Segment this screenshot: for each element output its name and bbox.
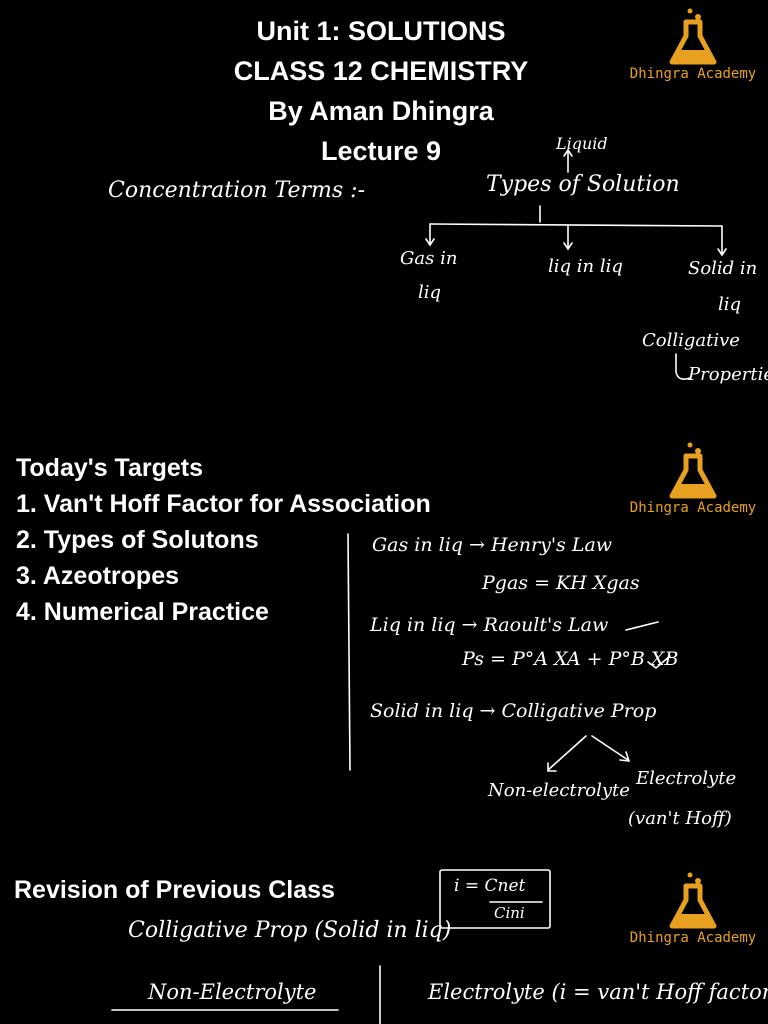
note-liq: liq in liq	[548, 256, 623, 277]
note-non-electrolyte: Non-Electrolyte	[148, 980, 317, 1004]
title-author: By Aman Dhingra	[268, 96, 494, 126]
targets-heading: Today's Targets	[16, 454, 204, 482]
logo-text: Dhingra Academy	[629, 500, 757, 516]
note-gas-henry: Gas in liq → Henry's Law	[372, 534, 613, 556]
note-liq-eq: Ps = P°A XA + P°B XB	[462, 648, 679, 670]
note-liq-raoult: Liq in liq → Raoult's Law	[370, 614, 609, 636]
note-colligative-prop: Colligative Prop (Solid in liq)	[128, 918, 452, 943]
note-electrolyte-factor: Electrolyte (i = van't Hoff factor)	[428, 980, 768, 1004]
dhingra-logo-bottom: Dhingra Academy	[618, 870, 768, 960]
note-vanthoff: (van't Hoff)	[628, 808, 732, 829]
flask-icon	[669, 442, 717, 499]
note-solid-colligative: Solid in liq → Colligative Prop	[370, 700, 657, 722]
target-item: 3. Azeotropes	[16, 562, 180, 590]
note-types: Types of Solution	[486, 172, 680, 197]
note-solid1: Solid in	[688, 258, 758, 279]
formula-numerator: i = Cnet	[454, 876, 526, 896]
logo-text: Dhingra Academy	[629, 66, 757, 82]
flask-icon	[669, 872, 717, 929]
note-solid2: liq	[718, 294, 742, 315]
title-unit: Unit 1: SOLUTIONS	[256, 16, 506, 46]
note-colligative1: Colligative	[642, 330, 740, 351]
note-nonelectrolyte: Non-electrolyte	[488, 780, 630, 801]
note-gas1: Gas in	[400, 248, 458, 269]
note-liquid: Liquid	[556, 134, 608, 153]
target-item: 4. Numerical Practice	[16, 598, 269, 626]
dhingra-logo-middle: Dhingra Academy	[618, 440, 768, 530]
target-item: 2. Types of Solutons	[16, 526, 259, 554]
flask-icon	[669, 8, 717, 65]
dhingra-logo-top: Dhingra Academy	[618, 6, 768, 96]
note-electrolyte: Electrolyte	[636, 768, 737, 789]
note-concentration: Concentration Terms :-	[108, 178, 366, 203]
title-class: CLASS 12 CHEMISTRY	[233, 56, 529, 86]
logo-text: Dhingra Academy	[629, 930, 757, 946]
note-colligative2: Properties	[688, 364, 768, 385]
note-gas-eq: Pgas = KH Xgas	[482, 572, 640, 594]
revision-heading: Revision of Previous Class	[14, 876, 335, 904]
target-item: 1. Van't Hoff Factor for Association	[16, 490, 431, 518]
formula-denominator: Cini	[494, 904, 525, 922]
note-gas2: liq	[418, 282, 442, 303]
title-lecture: Lecture 9	[320, 136, 442, 166]
